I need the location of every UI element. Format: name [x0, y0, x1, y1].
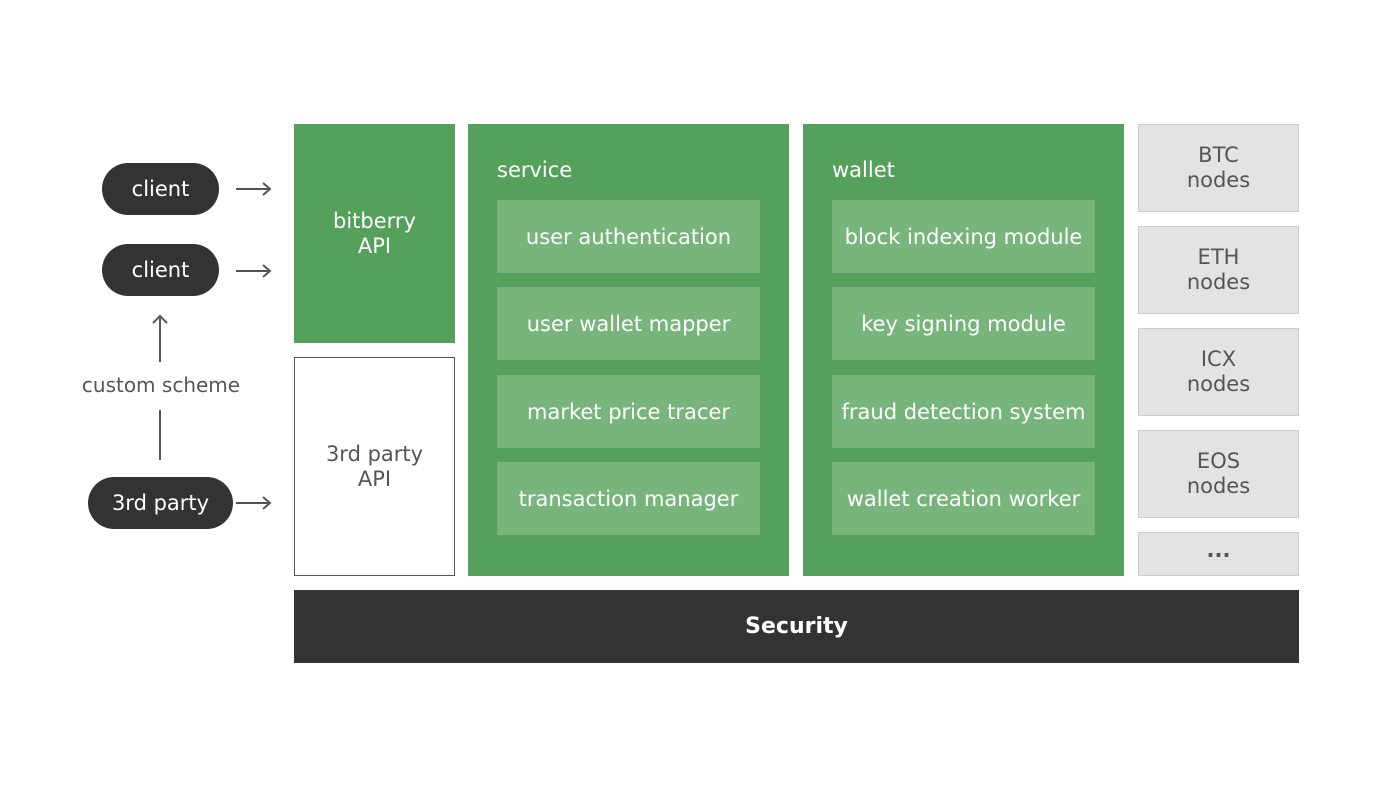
client-pill-2: client — [102, 244, 219, 296]
client-pill-1: client — [102, 163, 219, 215]
bitberry-api-line2: API — [357, 233, 392, 258]
icx-nodes-box: ICX nodes — [1138, 328, 1299, 416]
node-suffix: nodes — [1186, 372, 1251, 396]
service-module: transaction manager — [497, 462, 760, 535]
third-party-pill: 3rd party — [88, 477, 233, 529]
arrow-right-icon — [236, 264, 272, 278]
client-label: client — [131, 258, 190, 282]
service-module: user authentication — [497, 200, 760, 273]
service-block: service user authentication user wallet … — [468, 124, 789, 576]
third-party-api-line2: API — [357, 466, 392, 491]
service-title: service — [497, 158, 573, 182]
wallet-module: fraud detection system — [832, 375, 1095, 448]
custom-scheme-label: custom scheme — [81, 373, 241, 397]
wallet-module: block indexing module — [832, 200, 1095, 273]
security-label: Security — [745, 614, 848, 639]
eth-nodes-box: ETH nodes — [1138, 226, 1299, 314]
more-nodes-ellipsis: ... — [1206, 537, 1231, 562]
wallet-title: wallet — [832, 158, 895, 182]
btc-nodes-box: BTC nodes — [1138, 124, 1299, 212]
third-party-label: 3rd party — [111, 491, 210, 515]
client-label: client — [131, 177, 190, 201]
arrow-right-icon — [236, 182, 272, 196]
node-suffix: nodes — [1186, 270, 1251, 294]
node-suffix: nodes — [1186, 168, 1251, 192]
node-name: BTC — [1198, 143, 1239, 167]
eos-nodes-box: EOS nodes — [1138, 430, 1299, 518]
arrow-up-icon — [152, 314, 168, 362]
wallet-module: key signing module — [832, 287, 1095, 360]
node-name: ETH — [1197, 245, 1240, 269]
service-module: market price tracer — [497, 375, 760, 448]
third-party-api-block: 3rd party API — [294, 357, 455, 576]
more-nodes-box: ... — [1138, 532, 1299, 576]
bitberry-api-block: bitberry API — [294, 124, 455, 343]
node-name: EOS — [1196, 449, 1241, 473]
wallet-module: wallet creation worker — [832, 462, 1095, 535]
service-module: user wallet mapper — [497, 287, 760, 360]
bitberry-api-line1: bitberry — [333, 208, 416, 233]
third-party-api-line1: 3rd party — [325, 441, 424, 466]
wallet-block: wallet block indexing module key signing… — [803, 124, 1124, 576]
arrow-right-icon — [236, 496, 272, 510]
node-name: ICX — [1200, 347, 1237, 371]
connector-line — [159, 410, 161, 460]
security-bar: Security — [294, 590, 1299, 663]
node-suffix: nodes — [1186, 474, 1251, 498]
